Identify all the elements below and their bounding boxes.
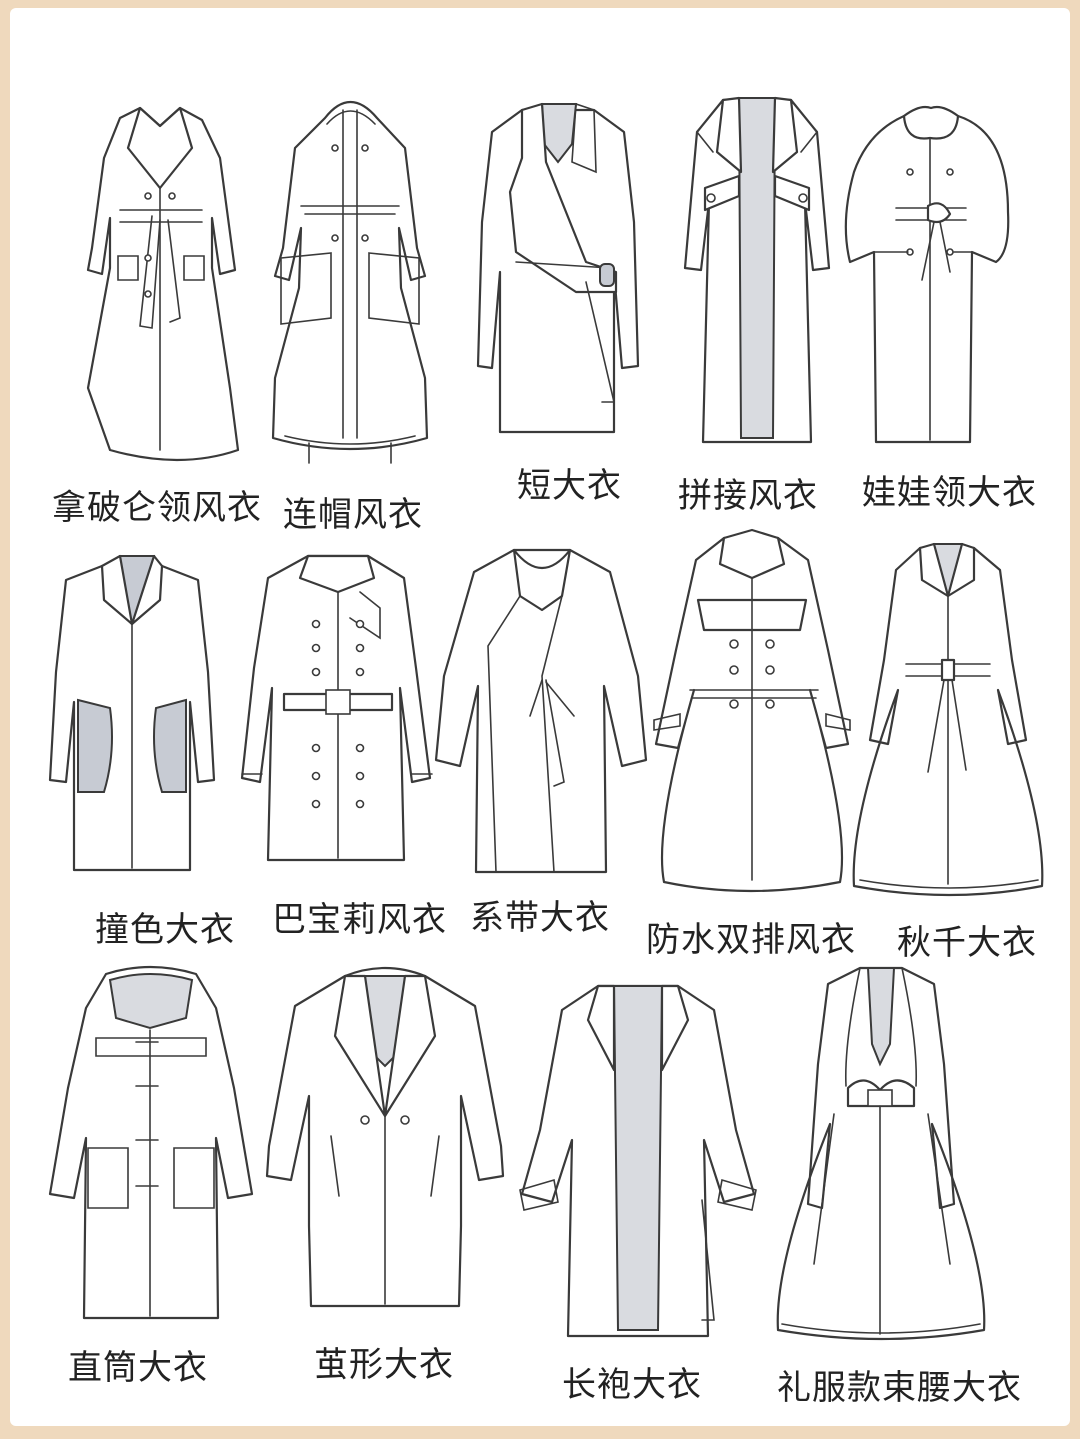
dress-cinched-waist-coat-illustration	[774, 964, 989, 1349]
coat-label-dress-cinched-waist-coat: 礼服款束腰大衣	[777, 1368, 1022, 1408]
coat-label-color-block-coat: 撞色大衣	[95, 910, 235, 950]
coat-label-tie-belt-coat: 系带大衣	[470, 898, 610, 938]
tie-belt-coat-illustration	[434, 546, 649, 876]
coat-label-cocoon-coat: 茧形大衣	[314, 1345, 454, 1385]
robe-coat-illustration	[518, 980, 758, 1350]
coat-label-hooded-trench: 连帽风衣	[283, 495, 423, 535]
straight-coat-icon	[48, 965, 254, 1320]
robe-coat-icon	[519, 984, 757, 1338]
coat-label-swing-coat: 秋千大衣	[897, 923, 1037, 963]
peter-pan-collar-coat-illustration	[844, 102, 1016, 447]
cocoon-coat-icon	[265, 966, 505, 1308]
coat-label-patchwork-trench: 拼接风衣	[678, 476, 818, 516]
short-coat-icon	[476, 102, 640, 434]
coat-label-napoleon-collar-trench: 拿破仑领风衣	[52, 488, 262, 528]
coat-label-burberry-trench: 巴宝莉风衣	[272, 900, 447, 940]
coat-label-peter-pan-collar-coat: 娃娃领大衣	[862, 473, 1037, 513]
patchwork-trench-illustration	[677, 92, 837, 447]
napoleon-collar-trench-illustration	[80, 98, 245, 473]
color-block-coat-icon	[48, 554, 216, 872]
waterproof-double-breasted-trench-illustration	[650, 528, 855, 895]
patchwork-trench-icon	[683, 96, 831, 444]
dress-cinched-waist-coat-icon	[776, 966, 986, 1341]
coat-label-short-coat: 短大衣	[517, 466, 622, 506]
swing-coat-illustration	[850, 540, 1045, 900]
color-block-coat-illustration	[44, 552, 219, 872]
coat-label-straight-coat: 直筒大衣	[68, 1348, 208, 1388]
waterproof-double-breasted-trench-icon	[653, 528, 851, 893]
tie-belt-coat-icon	[434, 548, 648, 874]
swing-coat-icon	[852, 542, 1044, 897]
short-coat-illustration	[476, 102, 641, 442]
straight-coat-illustration	[46, 965, 256, 1323]
peter-pan-collar-coat-icon	[844, 105, 1010, 444]
burberry-trench-illustration	[240, 548, 435, 863]
hooded-trench-illustration	[265, 88, 435, 483]
napoleon-collar-trench-icon	[86, 106, 240, 462]
coat-label-waterproof-double-breasted-trench: 防水双排风衣	[646, 920, 856, 960]
burberry-trench-icon	[240, 554, 433, 862]
bottom-border	[0, 1426, 1080, 1439]
cocoon-coat-illustration	[265, 966, 505, 1311]
hooded-trench-icon	[271, 101, 429, 464]
coat-label-robe-coat: 长袍大衣	[562, 1365, 702, 1405]
